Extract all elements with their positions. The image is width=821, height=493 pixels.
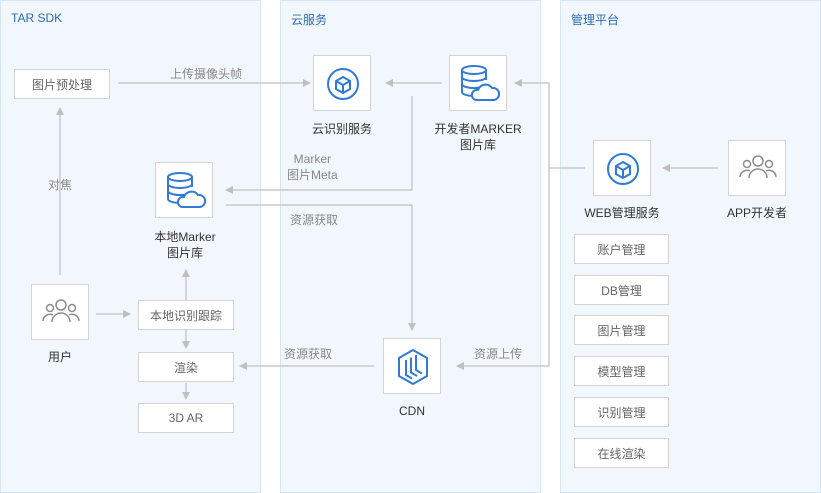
local-db-caption: 本地Marker 图片库 bbox=[130, 229, 240, 261]
local-marker-db-node bbox=[155, 162, 213, 218]
mgmt-item-label: 图片管理 bbox=[597, 323, 646, 338]
mgmt-item-image: 图片管理 bbox=[574, 315, 669, 345]
focus-label: 对焦 bbox=[48, 178, 73, 192]
edge-resource-upload bbox=[456, 168, 550, 370]
panel-title-sdk: TAR SDK bbox=[11, 11, 63, 25]
user-caption: 用户 bbox=[47, 350, 72, 364]
cloud-recognition-node bbox=[313, 55, 371, 111]
cdn-layers-icon bbox=[398, 348, 428, 386]
resource-upload-label: 资源上传 bbox=[474, 347, 523, 361]
ar-label: 3D AR bbox=[168, 411, 204, 425]
recognition-box-icon bbox=[607, 153, 639, 185]
user-node bbox=[31, 284, 89, 340]
render-label: 渲染 bbox=[173, 360, 198, 375]
developer-marker-db-node bbox=[449, 55, 507, 111]
marker-meta-label-line1: Marker bbox=[293, 152, 332, 166]
web-management-caption: WEB管理服务 bbox=[584, 206, 660, 220]
local-db-caption-line1: 本地Marker bbox=[154, 230, 216, 244]
app-developer-caption: APP开发者 bbox=[726, 206, 787, 220]
mgmt-item-label: 在线渲染 bbox=[597, 446, 646, 461]
users-icon bbox=[42, 299, 80, 323]
mgmt-item-db: DB管理 bbox=[574, 275, 669, 305]
web-management-node bbox=[593, 140, 651, 196]
edge-marker-meta bbox=[225, 96, 413, 194]
mgmt-item-label: 模型管理 bbox=[597, 364, 646, 379]
database-cloud-icon bbox=[167, 172, 207, 208]
render-box: 渲染 bbox=[138, 352, 234, 382]
local-tracking-label: 本地识别跟踪 bbox=[149, 308, 222, 323]
local-db-caption-line2: 图片库 bbox=[166, 246, 203, 260]
mgmt-item-label: DB管理 bbox=[601, 283, 642, 298]
upload-frame-label: 上传摄像头帧 bbox=[170, 67, 243, 81]
mgmt-item-model: 模型管理 bbox=[574, 356, 669, 386]
marker-meta-label-line2: 图片Meta bbox=[287, 168, 338, 182]
cdn-caption: CDN bbox=[399, 404, 425, 418]
preprocess-label: 图片预处理 bbox=[31, 77, 92, 92]
mgmt-item-recognition: 识别管理 bbox=[574, 397, 669, 427]
users-icon bbox=[739, 155, 777, 179]
mgmt-item-label: 账户管理 bbox=[597, 242, 646, 257]
preprocess-box: 图片预处理 bbox=[14, 69, 110, 99]
panel-title-cloud: 云服务 bbox=[291, 13, 328, 27]
database-cloud-icon bbox=[461, 65, 501, 101]
mgmt-item-label: 识别管理 bbox=[597, 405, 646, 420]
edge-mgmt-to-devdb bbox=[514, 79, 550, 168]
recognition-box-icon bbox=[327, 68, 359, 100]
app-developer-node bbox=[728, 140, 786, 196]
resource-fetch-label-1: 资源获取 bbox=[290, 213, 339, 227]
mgmt-item-online-render: 在线渲染 bbox=[574, 438, 669, 468]
cloud-recognition-caption: 云识别服务 bbox=[311, 122, 372, 136]
developer-db-caption-line2: 图片库 bbox=[459, 138, 496, 152]
mgmt-item-account: 账户管理 bbox=[574, 234, 669, 264]
local-tracking-box: 本地识别跟踪 bbox=[138, 300, 234, 330]
developer-db-caption: 开发者MARKER 图片库 bbox=[420, 121, 536, 153]
marker-meta-label: Marker 图片Meta bbox=[287, 151, 338, 183]
cdn-node bbox=[383, 338, 441, 394]
ar-box: 3D AR bbox=[138, 403, 234, 433]
panel-title-mgmt: 管理平台 bbox=[571, 13, 620, 27]
developer-db-caption-line1: 开发者MARKER bbox=[434, 122, 522, 136]
edge-resource-fetch-cdn bbox=[226, 204, 416, 331]
resource-fetch-label-2: 资源获取 bbox=[284, 347, 333, 361]
